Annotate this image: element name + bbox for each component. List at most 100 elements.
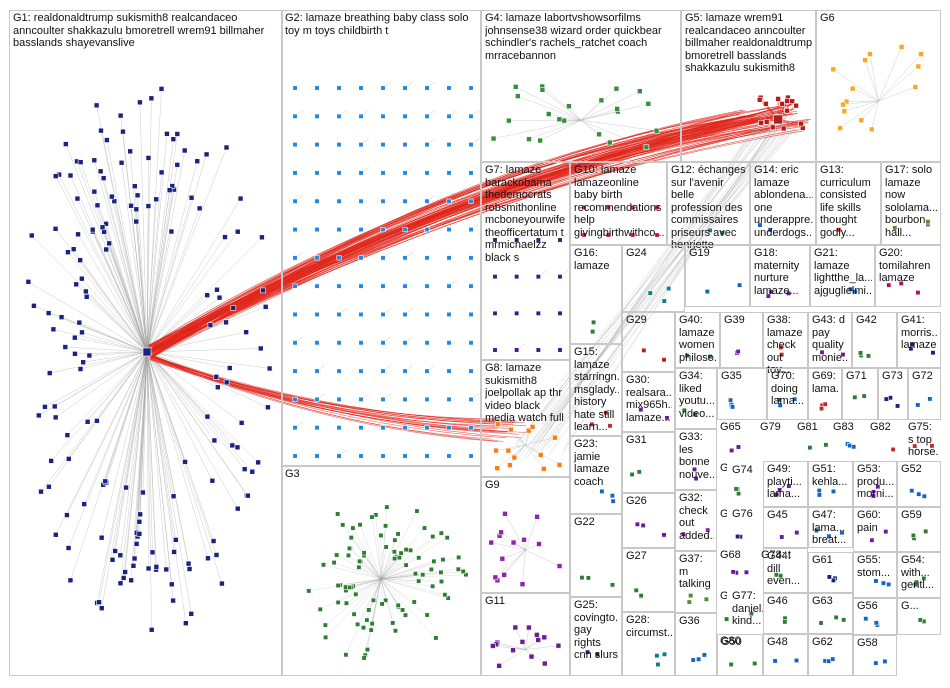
- vertex[interactable]: [358, 170, 364, 176]
- vertex[interactable]: [529, 424, 536, 430]
- vertex[interactable]: [496, 663, 502, 669]
- vertex[interactable]: [128, 577, 134, 584]
- vertex[interactable]: [442, 592, 448, 598]
- vertex[interactable]: [166, 187, 173, 193]
- vertex[interactable]: [701, 652, 707, 658]
- vertex[interactable]: [861, 393, 867, 399]
- vertex[interactable]: [77, 366, 84, 372]
- vertex[interactable]: [793, 102, 799, 109]
- vertex[interactable]: [508, 426, 514, 433]
- vertex[interactable]: [535, 310, 541, 316]
- vertex[interactable]: [686, 599, 692, 605]
- vertex[interactable]: [886, 581, 892, 587]
- vertex[interactable]: [127, 148, 133, 155]
- vertex[interactable]: [390, 620, 396, 626]
- vertex[interactable]: [120, 575, 127, 581]
- vertex[interactable]: [292, 311, 298, 318]
- vertex[interactable]: [655, 661, 661, 668]
- vertex[interactable]: [661, 298, 667, 304]
- vertex[interactable]: [490, 643, 496, 649]
- vertex[interactable]: [170, 493, 177, 500]
- vertex[interactable]: [314, 255, 320, 261]
- vertex[interactable]: [525, 427, 532, 434]
- vertex[interactable]: [223, 379, 230, 386]
- vertex[interactable]: [630, 232, 636, 238]
- vertex[interactable]: [292, 425, 298, 431]
- vertex[interactable]: [358, 368, 364, 374]
- vertex[interactable]: [909, 488, 915, 494]
- vertex[interactable]: [336, 198, 342, 204]
- vertex[interactable]: [36, 412, 42, 419]
- vertex[interactable]: [356, 564, 362, 570]
- vertex[interactable]: [807, 445, 813, 451]
- vertex[interactable]: [168, 228, 175, 235]
- vertex[interactable]: [45, 310, 52, 316]
- vertex[interactable]: [183, 620, 189, 627]
- vertex[interactable]: [930, 350, 936, 356]
- vertex[interactable]: [630, 204, 636, 210]
- vertex[interactable]: [556, 563, 563, 569]
- vertex[interactable]: [400, 607, 406, 613]
- vertex[interactable]: [643, 144, 650, 151]
- vertex[interactable]: [664, 415, 670, 421]
- vertex[interactable]: [640, 522, 646, 528]
- vertex[interactable]: [424, 255, 430, 261]
- vertex[interactable]: [777, 402, 783, 408]
- vertex[interactable]: [514, 274, 520, 280]
- vertex[interactable]: [830, 656, 836, 662]
- vertex[interactable]: [314, 311, 320, 318]
- vertex[interactable]: [335, 511, 341, 517]
- vertex[interactable]: [519, 639, 526, 645]
- vertex[interactable]: [735, 444, 741, 450]
- vertex[interactable]: [77, 257, 83, 263]
- vertex[interactable]: [80, 359, 86, 366]
- vertex[interactable]: [241, 466, 248, 472]
- vertex[interactable]: [826, 574, 832, 580]
- vertex[interactable]: [707, 227, 713, 233]
- vertex[interactable]: [680, 531, 686, 537]
- vertex[interactable]: [681, 407, 687, 413]
- vertex[interactable]: [488, 539, 495, 546]
- vertex[interactable]: [314, 226, 320, 233]
- vertex[interactable]: [336, 85, 342, 91]
- vertex[interactable]: [391, 549, 397, 555]
- vertex[interactable]: [186, 566, 193, 572]
- vertex[interactable]: [830, 488, 837, 494]
- vertex[interactable]: [446, 368, 452, 374]
- vertex[interactable]: [213, 374, 220, 380]
- vertex[interactable]: [512, 624, 519, 631]
- vertex[interactable]: [784, 107, 790, 114]
- vertex[interactable]: [857, 350, 864, 356]
- vertex[interactable]: [666, 286, 672, 292]
- vertex[interactable]: [173, 537, 179, 543]
- vertex[interactable]: [42, 404, 48, 410]
- vertex[interactable]: [380, 170, 386, 176]
- vertex[interactable]: [890, 446, 896, 453]
- vertex[interactable]: [545, 111, 552, 117]
- vertex[interactable]: [222, 234, 228, 240]
- vertex[interactable]: [203, 151, 210, 158]
- vertex[interactable]: [512, 84, 519, 90]
- vertex[interactable]: [724, 616, 730, 622]
- vertex[interactable]: [840, 352, 846, 358]
- vertex[interactable]: [402, 453, 408, 459]
- vertex[interactable]: [446, 113, 452, 119]
- vertex[interactable]: [455, 566, 461, 572]
- vertex[interactable]: [430, 533, 436, 540]
- vertex[interactable]: [314, 453, 320, 459]
- vertex[interactable]: [83, 288, 89, 295]
- vertex[interactable]: [314, 198, 320, 204]
- vertex[interactable]: [468, 255, 474, 261]
- vertex[interactable]: [215, 384, 221, 391]
- vertex[interactable]: [841, 617, 847, 623]
- vertex[interactable]: [492, 574, 499, 581]
- vertex[interactable]: [380, 198, 386, 204]
- vertex[interactable]: [75, 231, 81, 238]
- vertex[interactable]: [819, 349, 825, 355]
- vertex[interactable]: [778, 573, 784, 579]
- vertex[interactable]: [581, 204, 587, 210]
- vertex[interactable]: [76, 319, 83, 326]
- vertex[interactable]: [380, 113, 386, 119]
- vertex[interactable]: [402, 113, 408, 119]
- vertex[interactable]: [599, 488, 605, 494]
